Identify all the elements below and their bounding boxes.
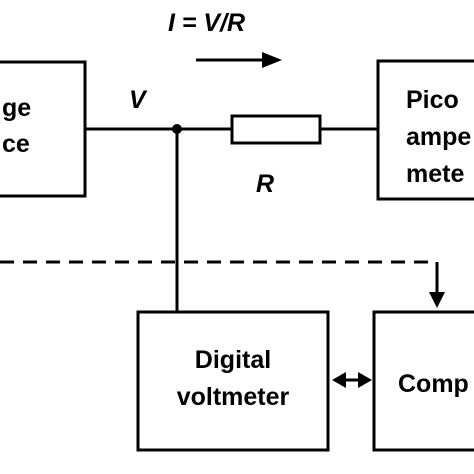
picoammeter-box	[376, 59, 474, 201]
current-equation: I = V/R	[168, 9, 245, 37]
resistor-label: R	[256, 170, 274, 198]
digital-voltmeter-box	[136, 310, 330, 452]
node-voltage-label: V	[129, 86, 148, 114]
picoammeter-label-line1: Pico	[406, 86, 459, 114]
picoammeter-label-line3: mete	[406, 160, 464, 188]
voltmeter-label-line1: Digital	[195, 346, 271, 374]
bidirectional-arrowhead-left	[332, 372, 346, 388]
current-arrowhead	[262, 52, 282, 68]
resistor	[230, 114, 322, 145]
control-line-arrowhead	[429, 292, 445, 308]
voltage-source-label-line2: ce	[2, 130, 30, 158]
bidirectional-arrowhead-right	[358, 372, 372, 388]
voltage-source-label-line1: ge	[2, 94, 31, 122]
picoammeter-label-line2: ampe	[406, 123, 471, 151]
computer-box	[372, 310, 474, 452]
voltmeter-label-line2: voltmeter	[177, 383, 290, 411]
computer-label: Comp	[398, 370, 469, 398]
voltage-source-box	[0, 60, 87, 198]
